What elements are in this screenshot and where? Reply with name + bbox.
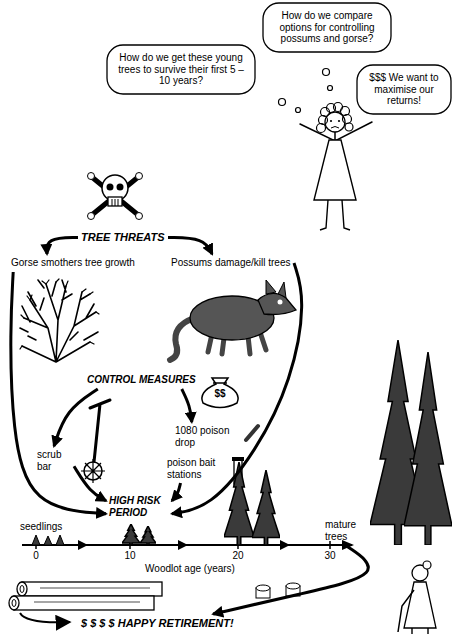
node-text: 1080 poison drop — [175, 425, 235, 448]
flow-arrow — [168, 238, 212, 255]
node-text: HIGH RISK PERIOD — [109, 495, 169, 518]
bubble-outline — [107, 45, 255, 94]
node-text: TREE THREATS — [81, 231, 165, 244]
gorse-spikes — [20, 279, 99, 349]
axis-tick: 10 — [124, 550, 135, 562]
text-label: scrub bar — [34, 446, 74, 475]
node-text: mature trees — [325, 519, 365, 542]
possum-tail — [170, 318, 194, 360]
flow-arrow — [213, 545, 368, 614]
flow-arrow — [182, 389, 192, 422]
woman-eye — [330, 120, 332, 122]
timeline-arrows — [78, 540, 354, 550]
poison-pellet — [246, 426, 258, 440]
lady-bun — [423, 561, 431, 569]
axis-tick: 0 — [33, 550, 39, 562]
young-tree — [122, 524, 140, 545]
bait-station-cap — [232, 457, 244, 461]
money-bag-tie — [213, 382, 227, 384]
flow-arrow — [54, 389, 98, 446]
flow-arrow — [47, 238, 78, 255]
node-text: scrub bar — [37, 449, 71, 472]
bone-end — [88, 173, 95, 180]
text-label: Possums damage/kill trees — [168, 254, 294, 272]
text-label: mature trees — [322, 516, 368, 545]
node-text: $$$ We want to maximise our returns! — [365, 72, 443, 107]
node-text: Gorse smothers tree growth — [11, 257, 135, 269]
log-end — [9, 596, 19, 610]
node-text: How do we compare options for controllin… — [271, 10, 383, 45]
bubble-tail — [279, 99, 286, 106]
log-ring — [20, 586, 24, 593]
gorse-bush — [20, 280, 98, 362]
axis-tick: 20 — [232, 550, 243, 562]
connector-group — [11, 238, 368, 615]
woman-eye — [338, 120, 340, 122]
scrub-bar-teeth — [81, 459, 105, 483]
flow-arrow — [172, 483, 181, 501]
speech-bubble: $$$ We want to maximise our returns! — [356, 64, 452, 115]
retirement-banner: $ $ $ $ HAPPY RETIREMENT! — [78, 614, 237, 633]
lady-cane — [398, 590, 414, 632]
heading-label: HIGH RISK PERIOD — [106, 492, 172, 521]
heading-label: CONTROL MEASURES — [84, 371, 199, 389]
money-arrow — [20, 613, 70, 622]
speech-bubble: How do we compare options for controllin… — [262, 2, 392, 53]
bubble-outline — [263, 3, 391, 52]
tree-stump-top — [256, 585, 270, 591]
possum-head — [258, 293, 296, 314]
scrub-bar-handle — [90, 400, 110, 462]
hair-curl — [345, 123, 353, 131]
woman-mouth — [331, 127, 339, 129]
flow-arrow — [74, 466, 106, 500]
skull-eye — [107, 184, 114, 191]
text-label: 1080 poison drop — [172, 422, 238, 451]
timeline-ticks — [36, 541, 330, 549]
node-text: poison bait stations — [167, 457, 227, 480]
node-text: How do we get these young trees to survi… — [115, 52, 247, 87]
money-sign: $$ — [214, 388, 225, 400]
stage-label: seedlings — [20, 521, 62, 533]
bubble-tail — [323, 69, 330, 76]
skull-eye — [117, 184, 124, 191]
lady-legs — [412, 628, 428, 634]
bubble-tail — [328, 86, 333, 91]
log-ring — [12, 600, 16, 607]
hair-curl — [317, 124, 326, 133]
lady-dress — [404, 582, 436, 628]
tree-20yr — [224, 462, 254, 545]
bone-end — [136, 213, 143, 220]
tree-20yr — [252, 470, 280, 545]
young-tree — [140, 526, 156, 545]
text-label: Gorse smothers tree growth — [8, 254, 138, 272]
woman-dress — [314, 140, 356, 200]
woman-legs — [320, 200, 350, 230]
bubble-tail — [296, 108, 301, 113]
speech-bubble: How do we get these young trees to survi… — [106, 44, 256, 95]
hair-curl — [343, 115, 352, 124]
axis-title: Woodlot age (years) — [145, 563, 235, 575]
flow-arrow — [11, 272, 106, 514]
log — [22, 582, 162, 596]
node-text: $ $ $ $ HAPPY RETIREMENT! — [81, 617, 234, 630]
seedlings — [32, 535, 64, 545]
possum-eye — [278, 300, 283, 305]
money-bag — [202, 378, 238, 408]
text-label: poison bait stations — [164, 454, 230, 483]
skull-teeth — [112, 199, 118, 206]
heading-label: TREE THREATS — [78, 228, 168, 247]
log-grain — [34, 588, 150, 602]
bone-end — [88, 213, 95, 220]
woman-hair — [317, 103, 354, 133]
mature-tree — [404, 352, 452, 545]
skull-jaw — [108, 197, 122, 206]
node-text: Possums damage/kill trees — [171, 257, 291, 269]
log-end — [17, 582, 27, 596]
axis-tick: 30 — [324, 550, 335, 562]
tree-stump-top — [286, 583, 300, 589]
log — [14, 596, 154, 610]
node-text: CONTROL MEASURES — [87, 374, 196, 386]
bubble-outline — [357, 65, 451, 114]
bone-end — [136, 173, 143, 180]
